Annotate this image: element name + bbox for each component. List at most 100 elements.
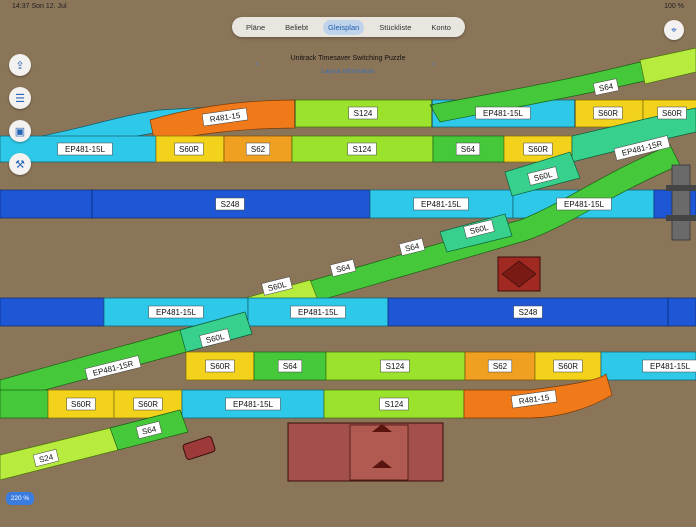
track-label-r1_f: S60R — [523, 142, 553, 156]
track-label-r4_b: S64 — [277, 359, 303, 373]
svg-text:S60R: S60R — [71, 400, 91, 409]
svg-text:EP481-15L: EP481-15L — [233, 400, 274, 409]
building-small[interactable] — [497, 256, 541, 292]
wrench-icon[interactable]: ⚒ — [9, 153, 31, 175]
tab-plaene[interactable]: Pläne — [245, 22, 266, 32]
track-label-d1_a: S60L — [527, 166, 559, 186]
chevron-right-icon[interactable]: › — [432, 58, 435, 68]
svg-text:S124: S124 — [386, 362, 405, 371]
track-label-r1_b: S60R — [174, 142, 204, 156]
svg-text:S60R: S60R — [179, 145, 199, 154]
track-label-r4_f: EP481-15L — [642, 359, 696, 373]
track-label-d1_e: S60L — [261, 276, 293, 296]
track-label-r1_d: S124 — [347, 142, 377, 156]
svg-text:S64: S64 — [141, 424, 158, 436]
track-label-r1_a: EP481-15L — [57, 142, 113, 156]
track-label-top_f: S64 — [592, 78, 620, 96]
track-label-r2_a: S248 — [215, 197, 245, 211]
wagon[interactable] — [182, 436, 216, 460]
track-top-group[interactable] — [19, 47, 696, 161]
tab-stueckliste[interactable]: Stückliste — [379, 22, 412, 32]
status-battery: 100 % — [664, 3, 684, 10]
track-label-d2_a: S60L — [199, 328, 231, 348]
track-label-top_a: R481-15 — [201, 107, 249, 127]
track-label-r4_a: S60R — [205, 359, 235, 373]
track-label-r3_b: EP481-15L — [290, 305, 346, 319]
track-row-5[interactable] — [0, 373, 613, 419]
track-label-top_b: S124 — [348, 106, 378, 120]
building-large[interactable] — [287, 422, 444, 482]
track-label-d1_c: S64 — [398, 238, 426, 256]
svg-text:R481-15: R481-15 — [518, 393, 550, 406]
svg-text:S60R: S60R — [138, 400, 158, 409]
svg-text:EP481-15L: EP481-15L — [564, 200, 605, 209]
track-label-b_a: S64 — [135, 421, 163, 439]
svg-text:S60R: S60R — [558, 362, 578, 371]
track-label-r3_a: EP481-15L — [148, 305, 204, 319]
track-label-r4_e: S60R — [553, 359, 583, 373]
svg-text:S124: S124 — [385, 400, 404, 409]
track-label-r5_e: R481-15 — [510, 389, 558, 409]
track-label-top_c: EP481-15L — [475, 106, 531, 120]
svg-text:EP481-15L: EP481-15L — [156, 308, 197, 317]
svg-text:S248: S248 — [519, 308, 538, 317]
plan-subtitle[interactable]: Layout information — [321, 68, 375, 75]
track-label-r2_b: EP481-15L — [413, 197, 469, 211]
zoom-indicator[interactable]: 220 % — [6, 492, 34, 505]
bumper-right[interactable] — [666, 164, 696, 241]
svg-text:S62: S62 — [493, 362, 508, 371]
svg-text:EP481-15L: EP481-15L — [298, 308, 339, 317]
svg-text:EP481-15L: EP481-15L — [65, 145, 106, 154]
tab-gleisplan[interactable]: Gleisplan — [323, 19, 365, 35]
svg-text:EP481-15L: EP481-15L — [650, 362, 691, 371]
track-label-b_b: S24 — [32, 449, 60, 467]
track-label-r5_c: EP481-15L — [225, 397, 281, 411]
tab-konto[interactable]: Konto — [431, 22, 451, 32]
svg-text:S24: S24 — [38, 452, 55, 464]
track-row-4[interactable] — [185, 351, 696, 381]
plan-title: Unitrack Timesaver Switching Puzzle — [290, 55, 406, 62]
svg-text:S64: S64 — [461, 145, 476, 154]
svg-text:S62: S62 — [251, 145, 266, 154]
track-label-r5_d: S124 — [379, 397, 409, 411]
svg-text:S60R: S60R — [528, 145, 548, 154]
track-bottom-diagonal[interactable] — [0, 409, 189, 481]
track-diagonal-1[interactable] — [244, 144, 681, 321]
track-label-r5_b: S60R — [133, 397, 163, 411]
segmented-tabs[interactable]: Pläne Beliebt Gleisplan Stückliste Konto — [232, 17, 465, 37]
status-time: 14:37 Son 12. Jul — [12, 3, 67, 10]
svg-text:S124: S124 — [354, 109, 373, 118]
track-label-top_e: S60R — [657, 106, 687, 120]
svg-text:S64: S64 — [335, 262, 352, 274]
chevron-left-icon[interactable]: ‹ — [256, 58, 259, 68]
track-label-r5_a: S60R — [66, 397, 96, 411]
compass-icon[interactable]: ⌖ — [664, 20, 684, 40]
svg-text:S64: S64 — [283, 362, 298, 371]
svg-text:R481-15: R481-15 — [209, 111, 241, 124]
track-label-r4_d: S62 — [487, 359, 513, 373]
svg-text:EP481-15L: EP481-15L — [483, 109, 524, 118]
svg-text:S64: S64 — [598, 81, 614, 93]
status-bar: 14:37 Son 12. Jul 100 % — [0, 0, 696, 14]
track-label-r1_e: S64 — [455, 142, 481, 156]
track-label-r4_c: S124 — [380, 359, 410, 373]
tab-beliebt[interactable]: Beliebt — [285, 22, 309, 32]
track-label-r2_c: EP481-15L — [556, 197, 612, 211]
box-icon[interactable]: ▣ — [9, 120, 31, 142]
track-label-r1_c: S62 — [245, 142, 271, 156]
track-label-d1_b: S60L — [463, 219, 495, 239]
list-icon[interactable]: ☰ — [9, 87, 31, 109]
svg-text:S60R: S60R — [210, 362, 230, 371]
svg-text:S60R: S60R — [598, 109, 618, 118]
svg-text:S248: S248 — [221, 200, 240, 209]
track-label-top_d: S60R — [593, 106, 623, 120]
track-row-3[interactable] — [0, 297, 696, 327]
svg-text:S64: S64 — [404, 241, 421, 253]
svg-text:S124: S124 — [353, 145, 372, 154]
svg-text:EP481-15L: EP481-15L — [421, 200, 462, 209]
share-icon[interactable]: ⇪ — [9, 54, 31, 76]
track-label-r3_c: S248 — [513, 305, 543, 319]
svg-text:S60R: S60R — [662, 109, 682, 118]
track-label-d1_d: S64 — [329, 259, 357, 277]
